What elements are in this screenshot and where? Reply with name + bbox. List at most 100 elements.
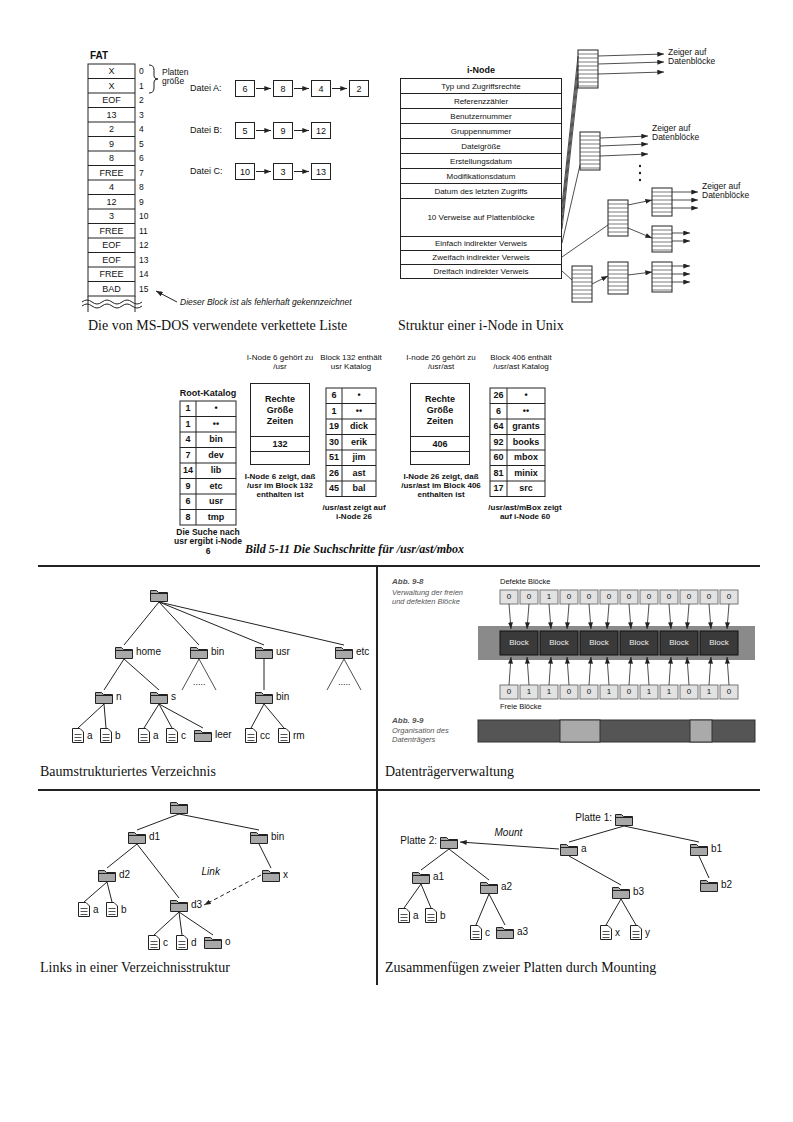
folder-icon xyxy=(690,842,708,856)
node-text: 6 xyxy=(242,84,247,94)
pointer-block-line xyxy=(580,160,600,161)
tree-connector xyxy=(137,844,179,898)
pointer-block-line xyxy=(580,148,600,149)
pointer-arrow xyxy=(600,136,648,138)
table-cell: Block xyxy=(620,631,658,655)
node-text: c xyxy=(485,927,490,939)
pointer-arrow xyxy=(672,192,698,193)
cluster-box: 9 xyxy=(273,122,293,139)
pointer-block xyxy=(572,266,592,302)
node-text: x xyxy=(283,869,288,881)
file-icon xyxy=(78,902,90,917)
table-cell: 1 xyxy=(660,685,678,699)
node-text: Typ und Zugriffsrechte xyxy=(441,82,520,91)
table-cell: EOF xyxy=(88,253,135,268)
tree-connector xyxy=(154,912,179,935)
table-cell: 1 xyxy=(326,404,342,420)
table-cell: • xyxy=(342,388,376,404)
table-cell: 3 xyxy=(139,108,144,123)
cluster-box: 3 xyxy=(273,163,293,180)
fat-table xyxy=(88,64,135,296)
pointer-block-line xyxy=(572,274,592,275)
pointer-arrow xyxy=(628,272,652,275)
table-cell: dev xyxy=(196,448,236,464)
pointer-block-line xyxy=(652,238,672,239)
pointer-arrow xyxy=(598,72,664,74)
pointer-arrow xyxy=(672,282,690,283)
label-text: /usr/ast/mBox zeigt auf i-Node 60 xyxy=(484,503,566,521)
bit-cell xyxy=(620,685,638,699)
table-cell: 4 xyxy=(88,180,135,195)
table-cell: mbox xyxy=(507,450,545,466)
node-text: 12 xyxy=(316,126,326,136)
table-cell: 7 xyxy=(139,166,144,181)
folder-icon xyxy=(335,645,353,659)
folder-icon xyxy=(480,880,498,894)
folder-icon xyxy=(496,925,514,939)
pointer-arrow xyxy=(672,266,690,267)
file-node: x xyxy=(600,925,620,940)
folder-icon xyxy=(190,645,208,659)
file-node: a xyxy=(72,728,93,743)
pointer-arrow xyxy=(598,62,664,64)
folder-node: a3 xyxy=(496,925,528,939)
file-icon xyxy=(600,925,612,940)
bit-cell xyxy=(600,685,618,699)
disk-block xyxy=(540,631,578,655)
label-text: I-Node 6 zeigt, daß /usr im Block 132 en… xyxy=(242,472,318,500)
node-text: 3 xyxy=(280,167,285,177)
tree-connector xyxy=(449,849,489,880)
pointer-block-line xyxy=(578,62,598,63)
pointer-block xyxy=(652,188,672,216)
bit-cell xyxy=(560,685,578,699)
table-row-line xyxy=(490,403,545,404)
node-text: Rechte Größe Zeiten xyxy=(420,394,460,426)
break-mark xyxy=(82,304,142,308)
tree-connector xyxy=(621,899,636,925)
pointer-block-line xyxy=(572,278,592,279)
table-cell: 26 xyxy=(326,466,342,482)
table-row-line xyxy=(180,416,236,417)
node-text: s xyxy=(171,691,176,703)
folder-node: bin xyxy=(250,830,284,844)
tree-connector xyxy=(569,826,624,842)
fat-row-line xyxy=(88,281,135,282)
file-node: a xyxy=(78,902,99,917)
file-node: b xyxy=(100,728,121,743)
bit-arrow xyxy=(727,657,729,685)
table-cell: 17 xyxy=(490,481,507,497)
bit-arrow xyxy=(687,657,689,685)
node-text: a2 xyxy=(501,881,512,893)
file-icon xyxy=(470,925,482,940)
fat-row-line xyxy=(88,180,135,181)
node-text: Datum des letzten Zugriffs xyxy=(434,187,527,196)
inode-field: 10 Verweise auf Plattenblöcke xyxy=(400,198,562,237)
inode-field: Modifikationsdatum xyxy=(400,168,562,184)
node-text: c xyxy=(181,730,186,742)
pointer-block-line xyxy=(608,274,628,275)
pointer-block-line xyxy=(652,278,672,279)
table-cell: 6 xyxy=(139,151,144,166)
leader-arrow xyxy=(156,291,177,302)
bit-cell xyxy=(720,590,738,604)
table-cell: 64 xyxy=(490,419,507,435)
table-cell: dick xyxy=(342,419,376,435)
node-text: 13 xyxy=(316,167,326,177)
table-row-line xyxy=(180,447,236,448)
file-icon xyxy=(630,925,642,940)
node-text: a xyxy=(581,843,587,855)
pointer-arrow xyxy=(672,233,690,234)
pointer-block-line xyxy=(572,286,592,287)
pointer-block xyxy=(578,50,598,88)
node-text: a xyxy=(153,730,159,742)
cluster-box: 12 xyxy=(311,122,331,139)
fat-row-line xyxy=(88,194,135,195)
label-text: Die Suche nach usr ergibt i-Node 6 xyxy=(172,528,244,556)
pointer-block-line xyxy=(580,136,600,137)
pointer-block-line xyxy=(572,294,592,295)
pointer-arrow xyxy=(600,154,648,156)
pointer-block-line xyxy=(608,232,628,233)
folder-node: etc xyxy=(335,645,369,659)
node-text: i-Node xyxy=(400,62,562,78)
